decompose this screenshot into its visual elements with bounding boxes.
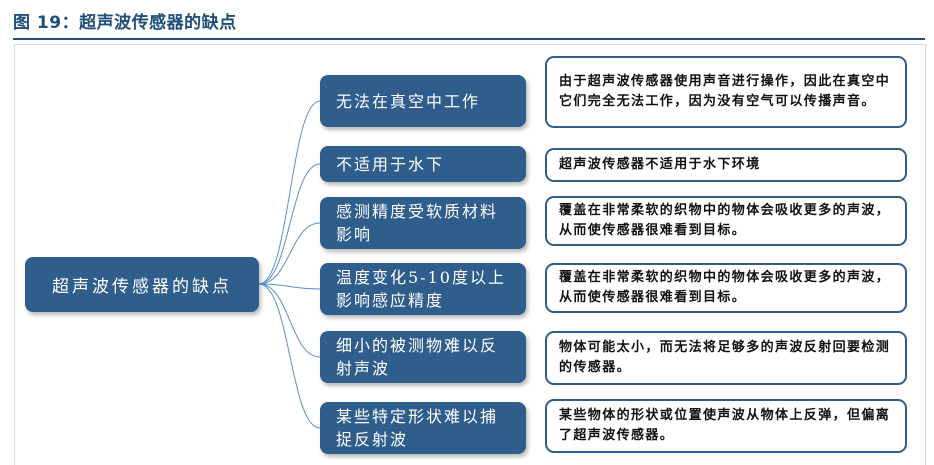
branch-node-underwater: 不适用于水下 xyxy=(320,146,526,182)
branch-node-soft-material: 感测精度受软质材料影响 xyxy=(320,197,526,249)
figure-frame xyxy=(14,44,926,465)
description-special-shape: 某些物体的形状或位置使声波从物体上反弹，但偏离了超声波传感器。 xyxy=(545,399,907,453)
connector-4 xyxy=(258,283,321,358)
root-node: 超声波传感器的缺点 xyxy=(25,257,259,312)
description-small-object: 物体可能太小，而无法将足够多的声波反射回要检测的传感器。 xyxy=(545,331,907,385)
branch-node-vacuum: 无法在真空中工作 xyxy=(320,75,526,127)
connector-lines xyxy=(258,100,321,429)
connector-2 xyxy=(258,222,321,285)
description-temperature: 覆盖在非常柔软的织物中的物体会吸收更多的声波，从而使传感器很难看到目标。 xyxy=(545,263,907,313)
branch-node-small-object: 细小的被测物难以反射声波 xyxy=(320,331,526,383)
branch-node-temperature: 温度变化5-10度以上影响感应精度 xyxy=(320,263,526,315)
title-rule xyxy=(13,38,925,40)
connector-5 xyxy=(258,283,321,429)
description-underwater: 超声波传感器不适用于水下环境 xyxy=(545,148,907,182)
description-vacuum: 由于超声波传感器使用声音进行操作，因此在真空中它们完全无法工作，因为没有空气可以… xyxy=(545,56,907,128)
description-soft-material: 覆盖在非常柔软的织物中的物体会吸收更多的声波，从而使传感器很难看到目标。 xyxy=(545,196,907,246)
figure-title: 图 19：超声波传感器的缺点 xyxy=(13,13,237,33)
branch-node-special-shape: 某些特定形状难以捕捉反射波 xyxy=(320,402,526,454)
connector-3 xyxy=(258,283,321,290)
connector-0 xyxy=(258,100,321,285)
connector-1 xyxy=(258,163,321,285)
